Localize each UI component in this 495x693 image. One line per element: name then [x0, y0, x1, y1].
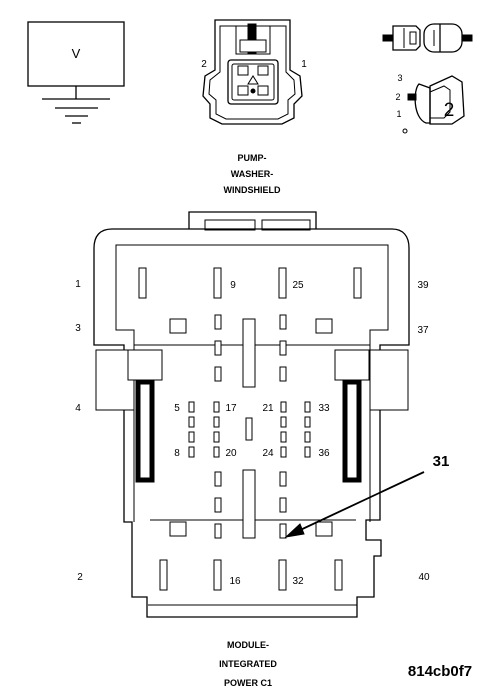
- callout-31-label: 31: [433, 453, 450, 470]
- pin-33-label: 33: [318, 403, 330, 414]
- pump-pin-1-label: 1: [301, 59, 307, 70]
- pin-17-label: 17: [225, 403, 237, 414]
- pin-8-label: 8: [174, 448, 180, 459]
- module-name-line-1: MODULE-: [227, 640, 269, 650]
- side-pin-2-label: 2: [395, 92, 400, 102]
- module-name-line-3: POWER C1: [224, 678, 272, 688]
- pin-9-label: 9: [230, 280, 236, 291]
- circle-number-label: 2: [444, 100, 455, 121]
- voltage-label: V: [72, 46, 81, 61]
- side-pin-1-label: 1: [396, 109, 401, 119]
- pin-37-label: 37: [417, 325, 429, 336]
- figure-code: 814cb0f7: [408, 663, 472, 680]
- pin-4-label: 4: [75, 403, 81, 414]
- connector-side-view: [382, 23, 473, 53]
- pump-name-line-3: WINDSHIELD: [224, 185, 281, 195]
- pin-16-label: 16: [229, 576, 241, 587]
- pin-40-label: 40: [418, 572, 430, 583]
- ground-symbol: V: [27, 21, 125, 124]
- pin-25-label: 25: [292, 280, 304, 291]
- pump-name-line-2: WASHER-: [231, 169, 274, 179]
- pump-connector: 2 1 PUMP- WASHER- WINDSHIELD: [201, 19, 307, 195]
- pin-39-label: 39: [417, 280, 429, 291]
- pin-grid: [188, 401, 311, 458]
- side-pin-3-label: 3: [397, 73, 402, 83]
- pin-3-label: 3: [75, 323, 81, 334]
- pin-21-label: 21: [262, 403, 274, 414]
- terminal-position-icon: 3 2 1 2: [395, 73, 465, 134]
- pin-2-label: 2: [77, 572, 83, 583]
- pin-5-label: 5: [174, 403, 180, 414]
- pin-20-label: 20: [225, 448, 237, 459]
- pump-pin-2-label: 2: [201, 59, 207, 70]
- module-connector: 1 3 4 2 39 37 40 9 25 5 17 21 33 8 20 24…: [75, 211, 450, 688]
- pump-name-line-1: PUMP-: [238, 153, 267, 163]
- pin-24-label: 24: [262, 448, 274, 459]
- pin-36-label: 36: [318, 448, 330, 459]
- pin-32-label: 32: [292, 576, 304, 587]
- module-name-line-2: INTEGRATED: [219, 659, 277, 669]
- pin-1-label: 1: [75, 279, 81, 290]
- callout-31: 31: [284, 453, 450, 538]
